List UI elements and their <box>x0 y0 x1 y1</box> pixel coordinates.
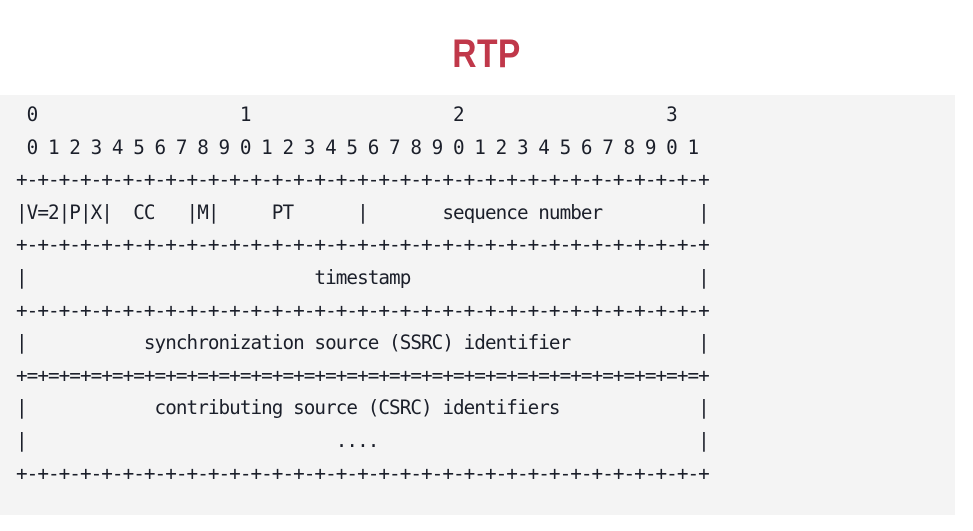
ascii-line-bit-ruler: 0 1 2 3 4 5 6 7 8 9 0 1 2 3 4 5 6 7 8 9 … <box>16 135 699 159</box>
page-title: RTP <box>452 31 521 76</box>
ascii-line-separator-1: +-+-+-+-+-+-+-+-+-+-+-+-+-+-+-+-+-+-+-+-… <box>16 233 710 257</box>
ascii-line-ssrc: | synchronization source (SSRC) identifi… <box>16 331 710 355</box>
ascii-line-csrc-ellipsis: | .... | <box>16 428 710 452</box>
ascii-line-csrc: | contributing source (CSRC) identifiers… <box>16 396 710 420</box>
rtp-header-code-block: 0 1 2 3 0 1 2 3 4 5 6 7 8 9 0 1 2 3 4 5 … <box>0 95 955 515</box>
ascii-line-word-ruler: 0 1 2 3 <box>16 103 678 126</box>
ascii-line-separator-top: +-+-+-+-+-+-+-+-+-+-+-+-+-+-+-+-+-+-+-+-… <box>16 168 710 192</box>
ascii-line-separator-2: +-+-+-+-+-+-+-+-+-+-+-+-+-+-+-+-+-+-+-+-… <box>16 298 710 322</box>
ascii-line-timestamp: | timestamp | <box>16 265 710 289</box>
ascii-line-first-word: |V=2|P|X| CC |M| PT | sequence number | <box>16 200 710 224</box>
ascii-line-separator-bottom: +-+-+-+-+-+-+-+-+-+-+-+-+-+-+-+-+-+-+-+-… <box>16 461 710 485</box>
ascii-line-separator-equals: +=+=+=+=+=+=+=+=+=+=+=+=+=+=+=+=+=+=+=+=… <box>16 363 710 387</box>
rtp-header-ascii-art: 0 1 2 3 0 1 2 3 4 5 6 7 8 9 0 1 2 3 4 5 … <box>0 99 955 490</box>
